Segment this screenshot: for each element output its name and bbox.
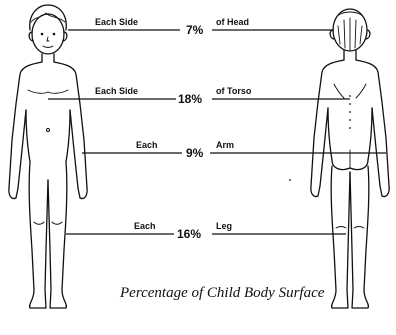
torso-right-label: of Torso <box>216 86 252 96</box>
torso-label-row: Each Side 18% of Torso <box>48 86 350 106</box>
head-right-label: of Head <box>216 17 249 27</box>
leg-left-label: Each <box>134 221 156 231</box>
torso-left-label: Each Side <box>95 86 138 96</box>
arm-right-label: Arm <box>216 140 234 150</box>
leg-right-label: Leg <box>216 221 232 231</box>
child-back-figure <box>311 9 389 308</box>
head-left-label: Each Side <box>95 17 138 27</box>
head-percent: 7% <box>186 23 204 37</box>
figure-caption: Percentage of Child Body Surface <box>119 285 325 301</box>
torso-percent: 18% <box>178 92 202 106</box>
arm-percent: 9% <box>186 146 204 160</box>
leg-percent: 16% <box>177 227 201 241</box>
leg-label-row: Each 16% Leg <box>66 221 346 241</box>
scan-speck <box>289 179 291 181</box>
arm-left-label: Each <box>136 140 158 150</box>
head-label-row: Each Side 7% of Head <box>68 17 334 37</box>
arm-label-row: Each 9% Arm <box>82 140 386 160</box>
child-front-figure <box>9 5 87 308</box>
